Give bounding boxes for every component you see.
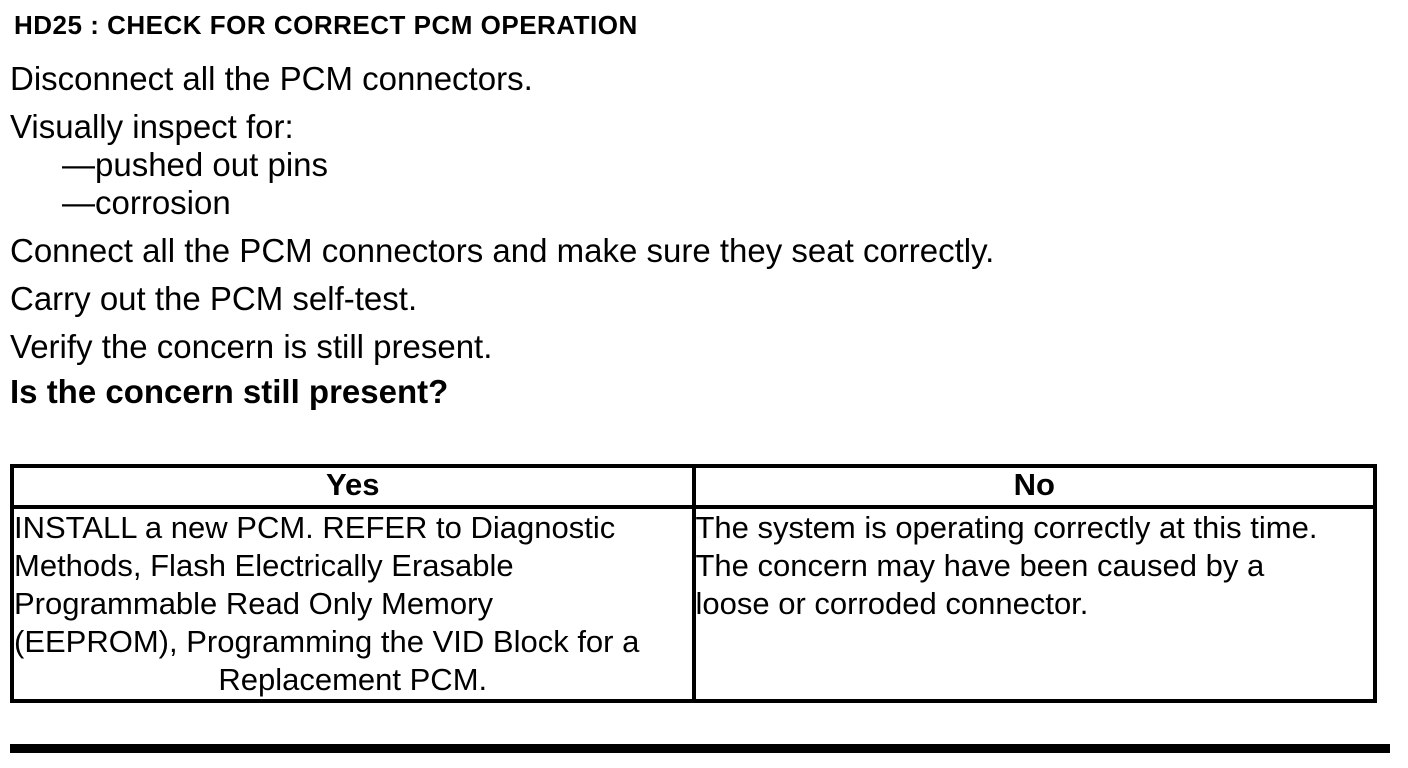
no-column-header: No — [691, 464, 1377, 509]
yes-action-line: (EEPROM), Programming the VID Block for … — [14, 624, 640, 659]
step-disconnect-connectors: Disconnect all the PCM connectors. — [10, 60, 533, 97]
no-action-line: loose or corroded connector. — [695, 586, 1089, 621]
procedure-title: HD25 : CHECK FOR CORRECT PCM OPERATION — [14, 10, 638, 40]
question-concern-present: Is the concern still present? — [10, 373, 449, 410]
step-verify-concern: Verify the concern is still present. — [10, 328, 493, 365]
results-body-row: INSTALL a new PCM. REFER to Diagnostic M… — [10, 505, 1377, 703]
yes-column-header: Yes — [10, 464, 696, 509]
yes-action-line: Programmable Read Only Memory — [14, 586, 493, 621]
visual-inspect-intro: Visually inspect for: — [10, 108, 294, 145]
yes-no-results-table: Yes No INSTALL a new PCM. REFER to Diagn… — [10, 464, 1377, 703]
inspect-item-pushed-pins: —pushed out pins — [62, 146, 329, 183]
no-action-line: The concern may have been caused by a — [695, 548, 1265, 583]
step-connect-connectors: Connect all the PCM connectors and make … — [10, 232, 995, 269]
no-action-line: The system is operating correctly at thi… — [695, 510, 1318, 545]
results-header-row: Yes No — [10, 464, 1377, 509]
bottom-divider — [10, 744, 1390, 753]
yes-action-line: Methods, Flash Electrically Erasable — [14, 548, 514, 583]
yes-action-line: INSTALL a new PCM. REFER to Diagnostic — [14, 510, 616, 545]
no-action-cell: The system is operating correctly at thi… — [691, 505, 1377, 703]
yes-action-line: Replacement PCM. — [218, 662, 488, 697]
yes-action-cell: INSTALL a new PCM. REFER to Diagnostic M… — [10, 505, 696, 703]
inspect-item-corrosion: —corrosion — [62, 184, 231, 221]
step-self-test: Carry out the PCM self-test. — [10, 280, 418, 317]
